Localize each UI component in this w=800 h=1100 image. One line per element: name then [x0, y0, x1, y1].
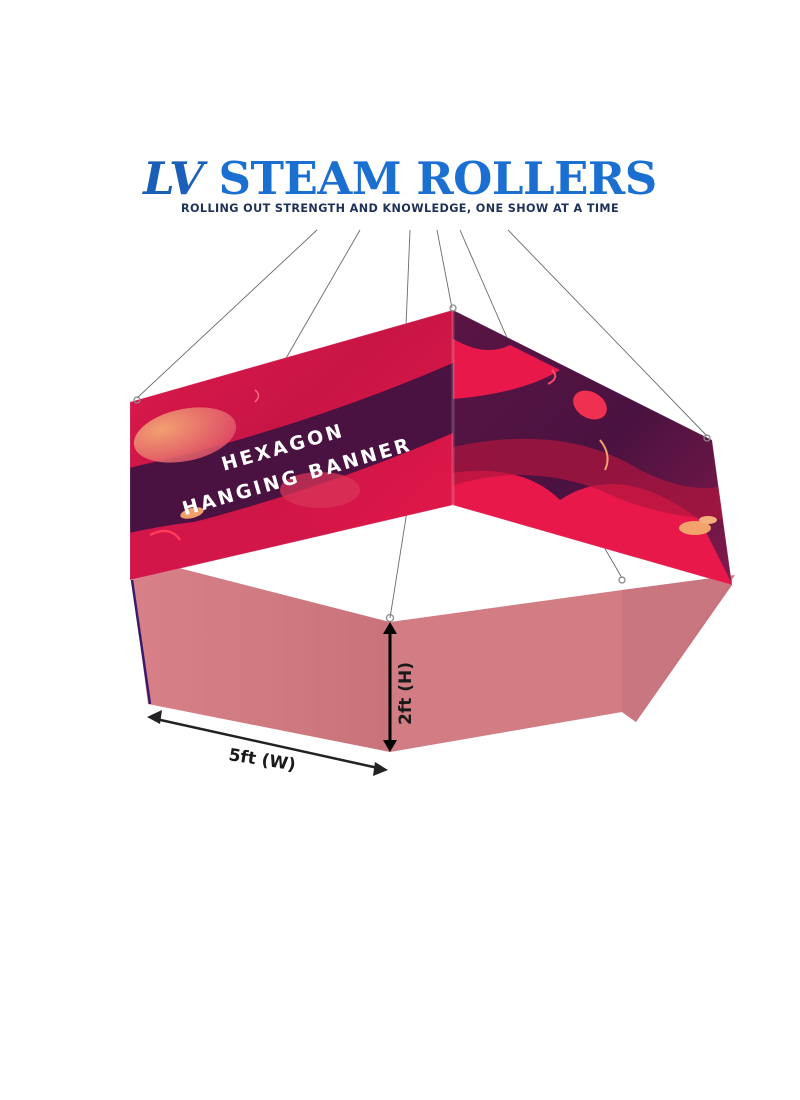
suspension-cables [136, 229, 708, 619]
cable [436, 229, 453, 309]
brand-header: LV STEAM ROLLERS ROLLING OUT STRENGTH AN… [0, 155, 800, 216]
width-dimension-arrow [147, 710, 388, 776]
cable [389, 504, 409, 619]
brand-name-lv: LV [143, 152, 204, 205]
cable [507, 229, 708, 437]
cable [459, 229, 509, 341]
height-label: 2ft (H) [396, 662, 416, 725]
cable [284, 229, 361, 361]
hook-rings [133, 304, 711, 623]
brand-logo: LV STEAM ROLLERS [0, 155, 800, 203]
cable [405, 229, 411, 327]
brand-tagline: ROLLING OUT STRENGTH AND KNOWLEDGE, ONE … [180, 202, 620, 215]
height-dimension-arrow [383, 622, 397, 752]
inner-fabric-panels [130, 567, 735, 752]
brand-name-rest: STEAM ROLLERS [203, 152, 658, 205]
cable [136, 229, 318, 399]
banner-right-panel [453, 310, 732, 585]
width-label: 5ft (W) [227, 745, 297, 775]
